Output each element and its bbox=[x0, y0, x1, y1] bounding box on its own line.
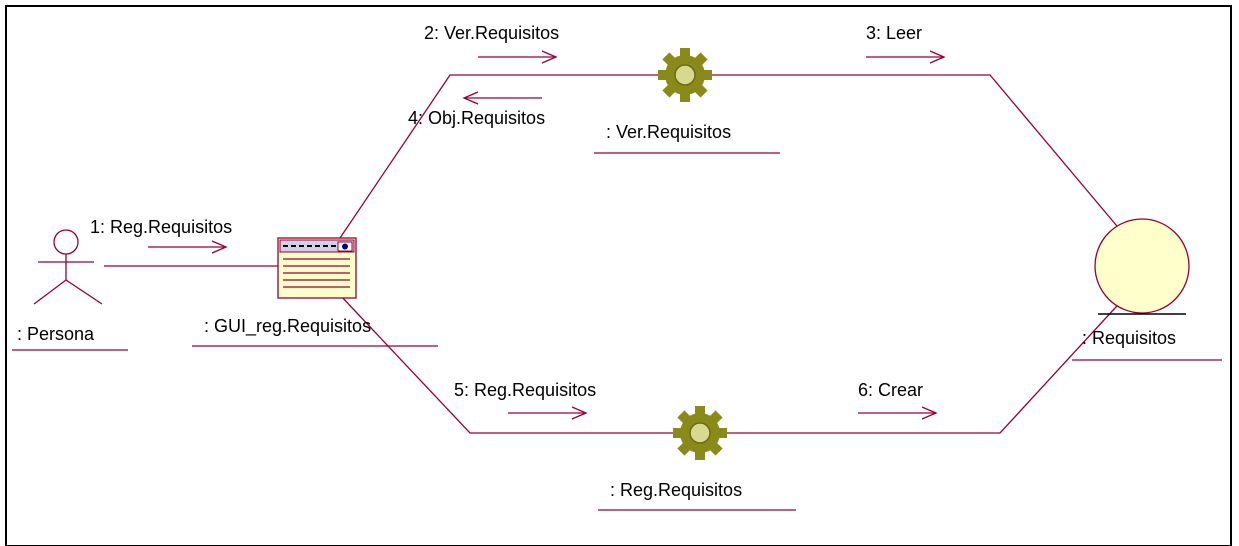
links bbox=[104, 74, 1128, 434]
persona-label: : Persona bbox=[17, 324, 95, 344]
arrow-m5 bbox=[508, 406, 588, 420]
entity-label: : Requisitos bbox=[1082, 328, 1176, 348]
actor-icon bbox=[33, 229, 103, 305]
boundary-gui[interactable]: : GUI_reg.Requisitos bbox=[192, 237, 438, 347]
gear-icon bbox=[658, 48, 712, 102]
arrow-m2 bbox=[478, 50, 558, 64]
entity-icon bbox=[1094, 218, 1190, 315]
control-reg-requisitos[interactable]: : Reg.Requisitos bbox=[598, 406, 796, 511]
entity-requisitos[interactable]: : Requisitos bbox=[1072, 218, 1222, 361]
message-m2: 2: Ver.Requisitos bbox=[424, 23, 559, 43]
message-arrows bbox=[148, 50, 946, 420]
arrow-m1 bbox=[148, 240, 228, 254]
arrow-m4 bbox=[462, 91, 542, 105]
link-gui-ver-control bbox=[339, 74, 1128, 239]
gear-icon bbox=[673, 406, 727, 460]
message-m5: 5: Reg.Requisitos bbox=[454, 380, 596, 400]
control-ver-requisitos[interactable]: : Ver.Requisitos bbox=[594, 48, 780, 154]
message-labels: 1: Reg.Requisitos 2: Ver.Requisitos 3: L… bbox=[90, 23, 923, 400]
arrow-m6 bbox=[858, 406, 938, 420]
message-m1: 1: Reg.Requisitos bbox=[90, 217, 232, 237]
diagram-frame bbox=[5, 5, 1232, 546]
window-icon bbox=[277, 237, 357, 299]
arrow-m3 bbox=[866, 50, 946, 64]
link-gui-reg-control bbox=[339, 294, 1128, 434]
actor-persona[interactable]: : Persona bbox=[12, 229, 128, 351]
ver-control-label: : Ver.Requisitos bbox=[606, 122, 731, 142]
reg-control-label: : Reg.Requisitos bbox=[610, 480, 742, 500]
message-m6: 6: Crear bbox=[858, 380, 923, 400]
message-m3: 3: Leer bbox=[866, 23, 922, 43]
message-m4: 4: Obj.Requisitos bbox=[408, 108, 545, 128]
gui-label: : GUI_reg.Requisitos bbox=[204, 316, 371, 337]
